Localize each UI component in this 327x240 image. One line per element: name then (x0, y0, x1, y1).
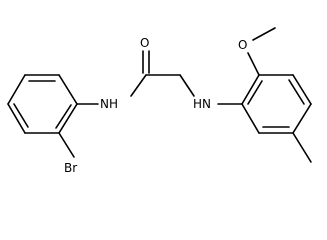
bond-ring-ch3 (292, 132, 312, 163)
double-bond-inner (288, 79, 305, 105)
atom-label-hn: HN (193, 97, 211, 111)
methoxy-methylphenyl-ring (241, 74, 312, 134)
bond (7, 103, 26, 134)
atom-label-nh: NH (100, 97, 118, 111)
double-bond-inner (13, 103, 29, 128)
bond-c-br (58, 132, 75, 158)
chemical-structure-diagram: O NH HN O Br (7, 27, 312, 175)
atom-label-oxygen: O (238, 38, 247, 52)
bond (292, 74, 312, 105)
bond (241, 103, 260, 134)
bond (7, 74, 26, 105)
double-bond-inner (55, 104, 72, 129)
bond (58, 103, 78, 134)
atom-label-bromine: Br (64, 161, 77, 175)
bond-ch2-hn (179, 74, 195, 97)
bond-nh-carbonyl (130, 74, 147, 97)
bond (292, 103, 312, 134)
bond-o-ch3 (252, 27, 276, 41)
bromophenyl-ring (7, 74, 78, 134)
bond (241, 74, 260, 105)
double-bond-inner (247, 80, 263, 105)
bond-ring-o (247, 52, 260, 76)
atom-label-oxygen: O (140, 36, 149, 50)
bond (58, 74, 78, 105)
